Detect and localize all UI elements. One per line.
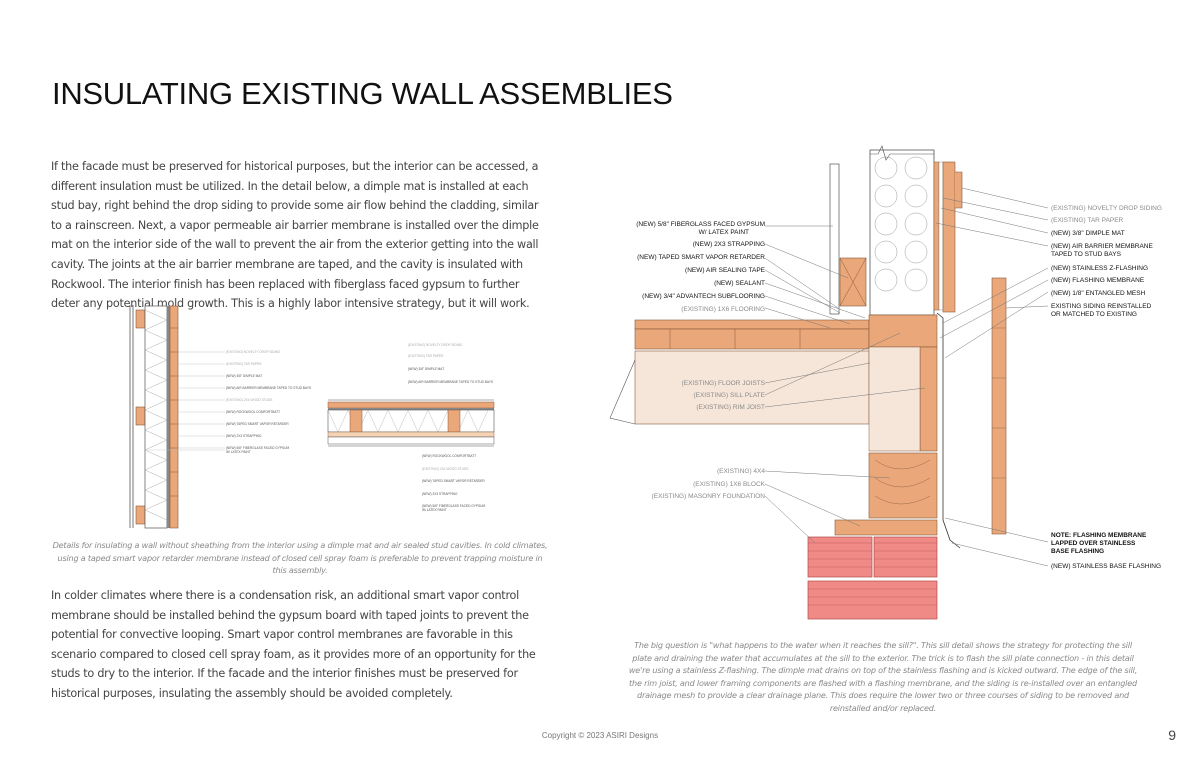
plan-bottom-label-6: W/ LATEX PAINT (422, 508, 447, 512)
plan-bottom-label-1: (NEW) ROCKWOOL COMFORTBATT (422, 454, 476, 458)
sill-label-floor-joists: (EXISTING) FLOOR JOISTS (682, 380, 766, 387)
wall-label-8: (NEW) 2X3 STRAPPING (226, 434, 262, 438)
sill-label-block: (EXISTING) 1X6 BLOCK (693, 481, 766, 488)
figure-caption-left: Details for insulating a wall without sh… (52, 540, 548, 575)
wall-label-5: (EXISTING) 2X4 WOOD STUDS (226, 398, 272, 402)
plan-top-label-1: (EXISTING) NOVELTY DROP SIDING (408, 343, 463, 347)
plan-bottom-label-2: (EXISTING) 2X4 WOOD STUDS (422, 467, 468, 471)
wall-label-9: (NEW) 5/8" FIBERGLASS FACED GYPSUM (226, 446, 289, 450)
sill-label-air-barrier-2: TAPED TO STUD BAYS (1051, 251, 1122, 258)
wall-label-3: (NEW) 3/8" DIMPLE MAT (226, 374, 262, 378)
sill-label-entangled-mesh: (NEW) 1/8" ENTANGLED MESH (1051, 290, 1146, 297)
plan-top-label-3: (NEW) 3/8" DIMPLE MAT (408, 367, 444, 371)
sill-label-flooring: (EXISTING) 1X6 FLOORING (681, 306, 765, 313)
figure-caption-right: The big question is "what happens to the… (628, 640, 1138, 713)
wall-label-1: (EXISTING) NOVELTY DROP SIDING (226, 350, 281, 354)
sill-label-siding-reinstalled: EXISTING SIDING REINSTALLED (1051, 303, 1152, 310)
sill-label-masonry: (EXISTING) MASONRY FOUNDATION (652, 493, 766, 500)
plan-bottom-label-4: (NEW) 2X3 STRAPPING (422, 492, 458, 496)
wall-label-10: W/ LATEX PAINT (226, 450, 251, 454)
plan-top-label-2: (EXISTING) TAR PAPER (408, 354, 444, 358)
wall-label-6: (NEW) ROCKWOOL COMFORTBATT (226, 410, 280, 414)
page-number: 9 (1168, 727, 1176, 743)
page-title: INSULATING EXISTING WALL ASSEMBLIES (52, 76, 673, 111)
wall-label-2: (EXISTING) TAR PAPER (226, 362, 262, 366)
sill-note-line-1: NOTE: FLASHING MEMBRANE (1051, 532, 1147, 539)
sill-detail: (NEW) 5/8" FIBERGLASS FACED GYPSUM W/ LA… (609, 145, 1162, 620)
plan-bottom-label-5: (NEW) 5/8" FIBERGLASS FACED GYPSUM (422, 504, 485, 508)
sill-label-siding-reinstalled-2: OR MATCHED TO EXISTING (1051, 311, 1137, 318)
sill-note-line-2: LAPPED OVER STAINLESS (1051, 540, 1136, 547)
sill-label-air-sealing-tape: (NEW) AIR SEALING TAPE (685, 267, 766, 274)
sill-label-gypsum-paint: W/ LATEX PAINT (699, 229, 749, 236)
sill-note-line-3: BASE FLASHING (1051, 548, 1104, 555)
sill-label-z-flashing: (NEW) STAINLESS Z-FLASHING (1051, 265, 1148, 272)
wall-label-7: (NEW) TAPED SMART VAPOR RETARDER (226, 422, 289, 426)
plan-bottom-label-3: (NEW) TAPED SMART VAPOR RETARDER (422, 479, 485, 483)
sill-label-base-flashing: (NEW) STAINLESS BASE FLASHING (1051, 563, 1161, 570)
sill-label-air-barrier: (NEW) AIR BARRIER MEMBRANE (1051, 243, 1154, 250)
sill-label-gypsum: (NEW) 5/8" FIBERGLASS FACED GYPSUM (636, 221, 765, 228)
copyright-footer: Copyright © 2023 ASIRI Designs (541, 731, 659, 740)
sill-label-sill-plate: (EXISTING) SILL PLATE (693, 392, 765, 399)
plan-detail: (EXISTING) NOVELTY DROP SIDING (EXISTING… (327, 343, 495, 512)
sill-label-drop-siding: (EXISTING) NOVELTY DROP SIDING (1051, 205, 1162, 212)
sill-label-sealant: (NEW) SEALANT (714, 280, 765, 287)
plan-drawing (327, 399, 495, 447)
sill-label-vapor-retarder: (NEW) TAPED SMART VAPOR RETARDER (637, 254, 765, 261)
plan-top-label-4: (NEW) AIR BARRIER MEMBRANE TAPED TO STUD… (408, 380, 493, 384)
wall-label-4: (NEW) AIR BARRIER MEMBRANE TAPED TO STUD… (226, 386, 311, 390)
wall-section-detail: (EXISTING) NOVELTY DROP SIDING (EXISTING… (129, 305, 311, 529)
sill-drawing (609, 145, 1049, 620)
wall-section-drawing (129, 305, 225, 529)
condensation-paragraph: In colder climates where there is a cond… (51, 589, 536, 700)
sill-label-4x4: (EXISTING) 4X4 (717, 468, 765, 475)
sill-label-tar-paper: (EXISTING) TAR PAPER (1051, 217, 1124, 224)
sill-label-subflooring: (NEW) 3/4" ADVANTECH SUBFLOORING (642, 293, 765, 300)
sill-label-flashing-membrane: (NEW) FLASHING MEMBRANE (1051, 277, 1145, 284)
sill-label-rim-joist: (EXISTING) RIM JOIST (696, 404, 765, 411)
intro-paragraph: If the facade must be preserved for hist… (51, 160, 539, 311)
sill-label-strapping: (NEW) 2X3 STRAPPING (693, 241, 765, 248)
sill-label-dimple-mat: (NEW) 3/8" DIMPLE MAT (1051, 230, 1125, 237)
